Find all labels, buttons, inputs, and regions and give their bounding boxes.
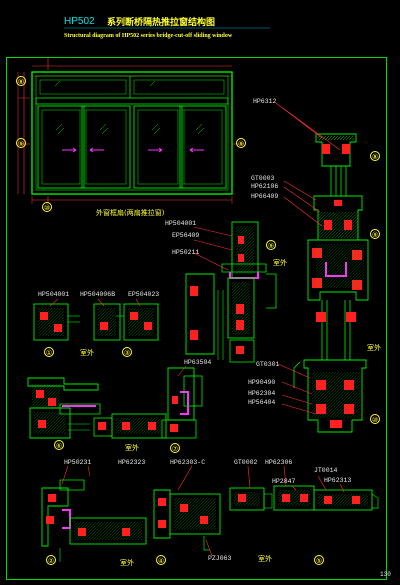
label-outdoor-2: 室外 (367, 344, 381, 352)
label-outdoor-3: 室外 (80, 349, 94, 357)
marker-circle-10a: ⑩ (42, 202, 52, 212)
label-hp6312: HP6312 (253, 98, 277, 105)
label-hp90490: HP90490 (248, 379, 276, 386)
label-hp66409: HP66409 (251, 193, 279, 200)
vertical-section-middle (185, 221, 277, 363)
label-hp56404: HP56404 (248, 399, 276, 406)
marker-circle-4: ④ (156, 555, 166, 565)
label-pzj063: PZJ063 (208, 555, 232, 562)
marker-circle-9a: ⑨ (16, 138, 26, 148)
horizontal-section-bottom (41, 465, 379, 562)
label-hp62323: HP62323 (118, 459, 146, 466)
label-hp62306: HP62306 (265, 459, 293, 466)
marker-circle-9c: ⑨ (266, 240, 276, 250)
label-hp2847: HP2847 (272, 478, 296, 485)
horizontal-section-67 (27, 365, 203, 439)
page-number: 130 (380, 571, 391, 578)
label-hp50231: HP50231 (64, 459, 92, 466)
label-outdoor-6: 室外 (258, 555, 272, 563)
marker-circle-2: ② (46, 555, 56, 565)
label-gt0002: GT0002 (234, 459, 258, 466)
marker-circle-9b: ⑨ (236, 138, 246, 148)
marker-circle-10: ⑩ (370, 414, 380, 424)
marker-circle-9: ⑨ (370, 229, 380, 239)
label-hp50211: HP50211 (172, 249, 200, 256)
label-hp62304: HP62304 (248, 390, 276, 397)
label-hp62313: HP62313 (324, 477, 352, 484)
label-gt0003: GT0003 (251, 175, 275, 182)
marker-circle-8: ⑧ (370, 151, 380, 161)
label-hp63504: HP63504 (184, 359, 212, 366)
label-hp504001-top: HP504001 (165, 220, 197, 227)
label-hp62106: HP62106 (251, 183, 279, 190)
label-ep504023: EP504023 (128, 291, 160, 298)
label-outdoor-4: 室外 (125, 444, 139, 452)
label-hp62303c: HP62303-C (170, 459, 206, 466)
marker-circle-7: ⑦ (170, 443, 180, 453)
label-outdoor-5: 室外 (120, 559, 134, 567)
marker-circle-8a: ⑧ (16, 76, 26, 86)
title-cn: 系列断桥隔热推拉窗结构图 (107, 18, 216, 28)
window-elevation (17, 58, 244, 204)
marker-circle-6: ⑥ (54, 440, 64, 450)
label-outer-sash: 外窗框扇(两扇推拉窗) (96, 209, 165, 217)
title-en: Structural diagram of HP502 series bridg… (64, 33, 233, 39)
label-hp504001: HP504001 (38, 291, 70, 298)
marker-circle-5: ⑤ (314, 555, 324, 565)
label-hp504006b: HP504006B (80, 291, 116, 298)
marker-circle-1: ① (44, 347, 54, 357)
title-code: HP502 (64, 16, 95, 27)
vertical-section-right (275, 102, 369, 433)
marker-circle-3: ③ (122, 347, 132, 357)
label-jt0014: JT0014 (314, 467, 338, 474)
horizontal-sections-small (33, 298, 159, 341)
label-gt0301: GT0301 (256, 361, 280, 368)
label-outdoor-1: 室外 (273, 259, 287, 267)
label-ep56409: EP56409 (172, 232, 200, 239)
sheet-border (6, 57, 387, 580)
